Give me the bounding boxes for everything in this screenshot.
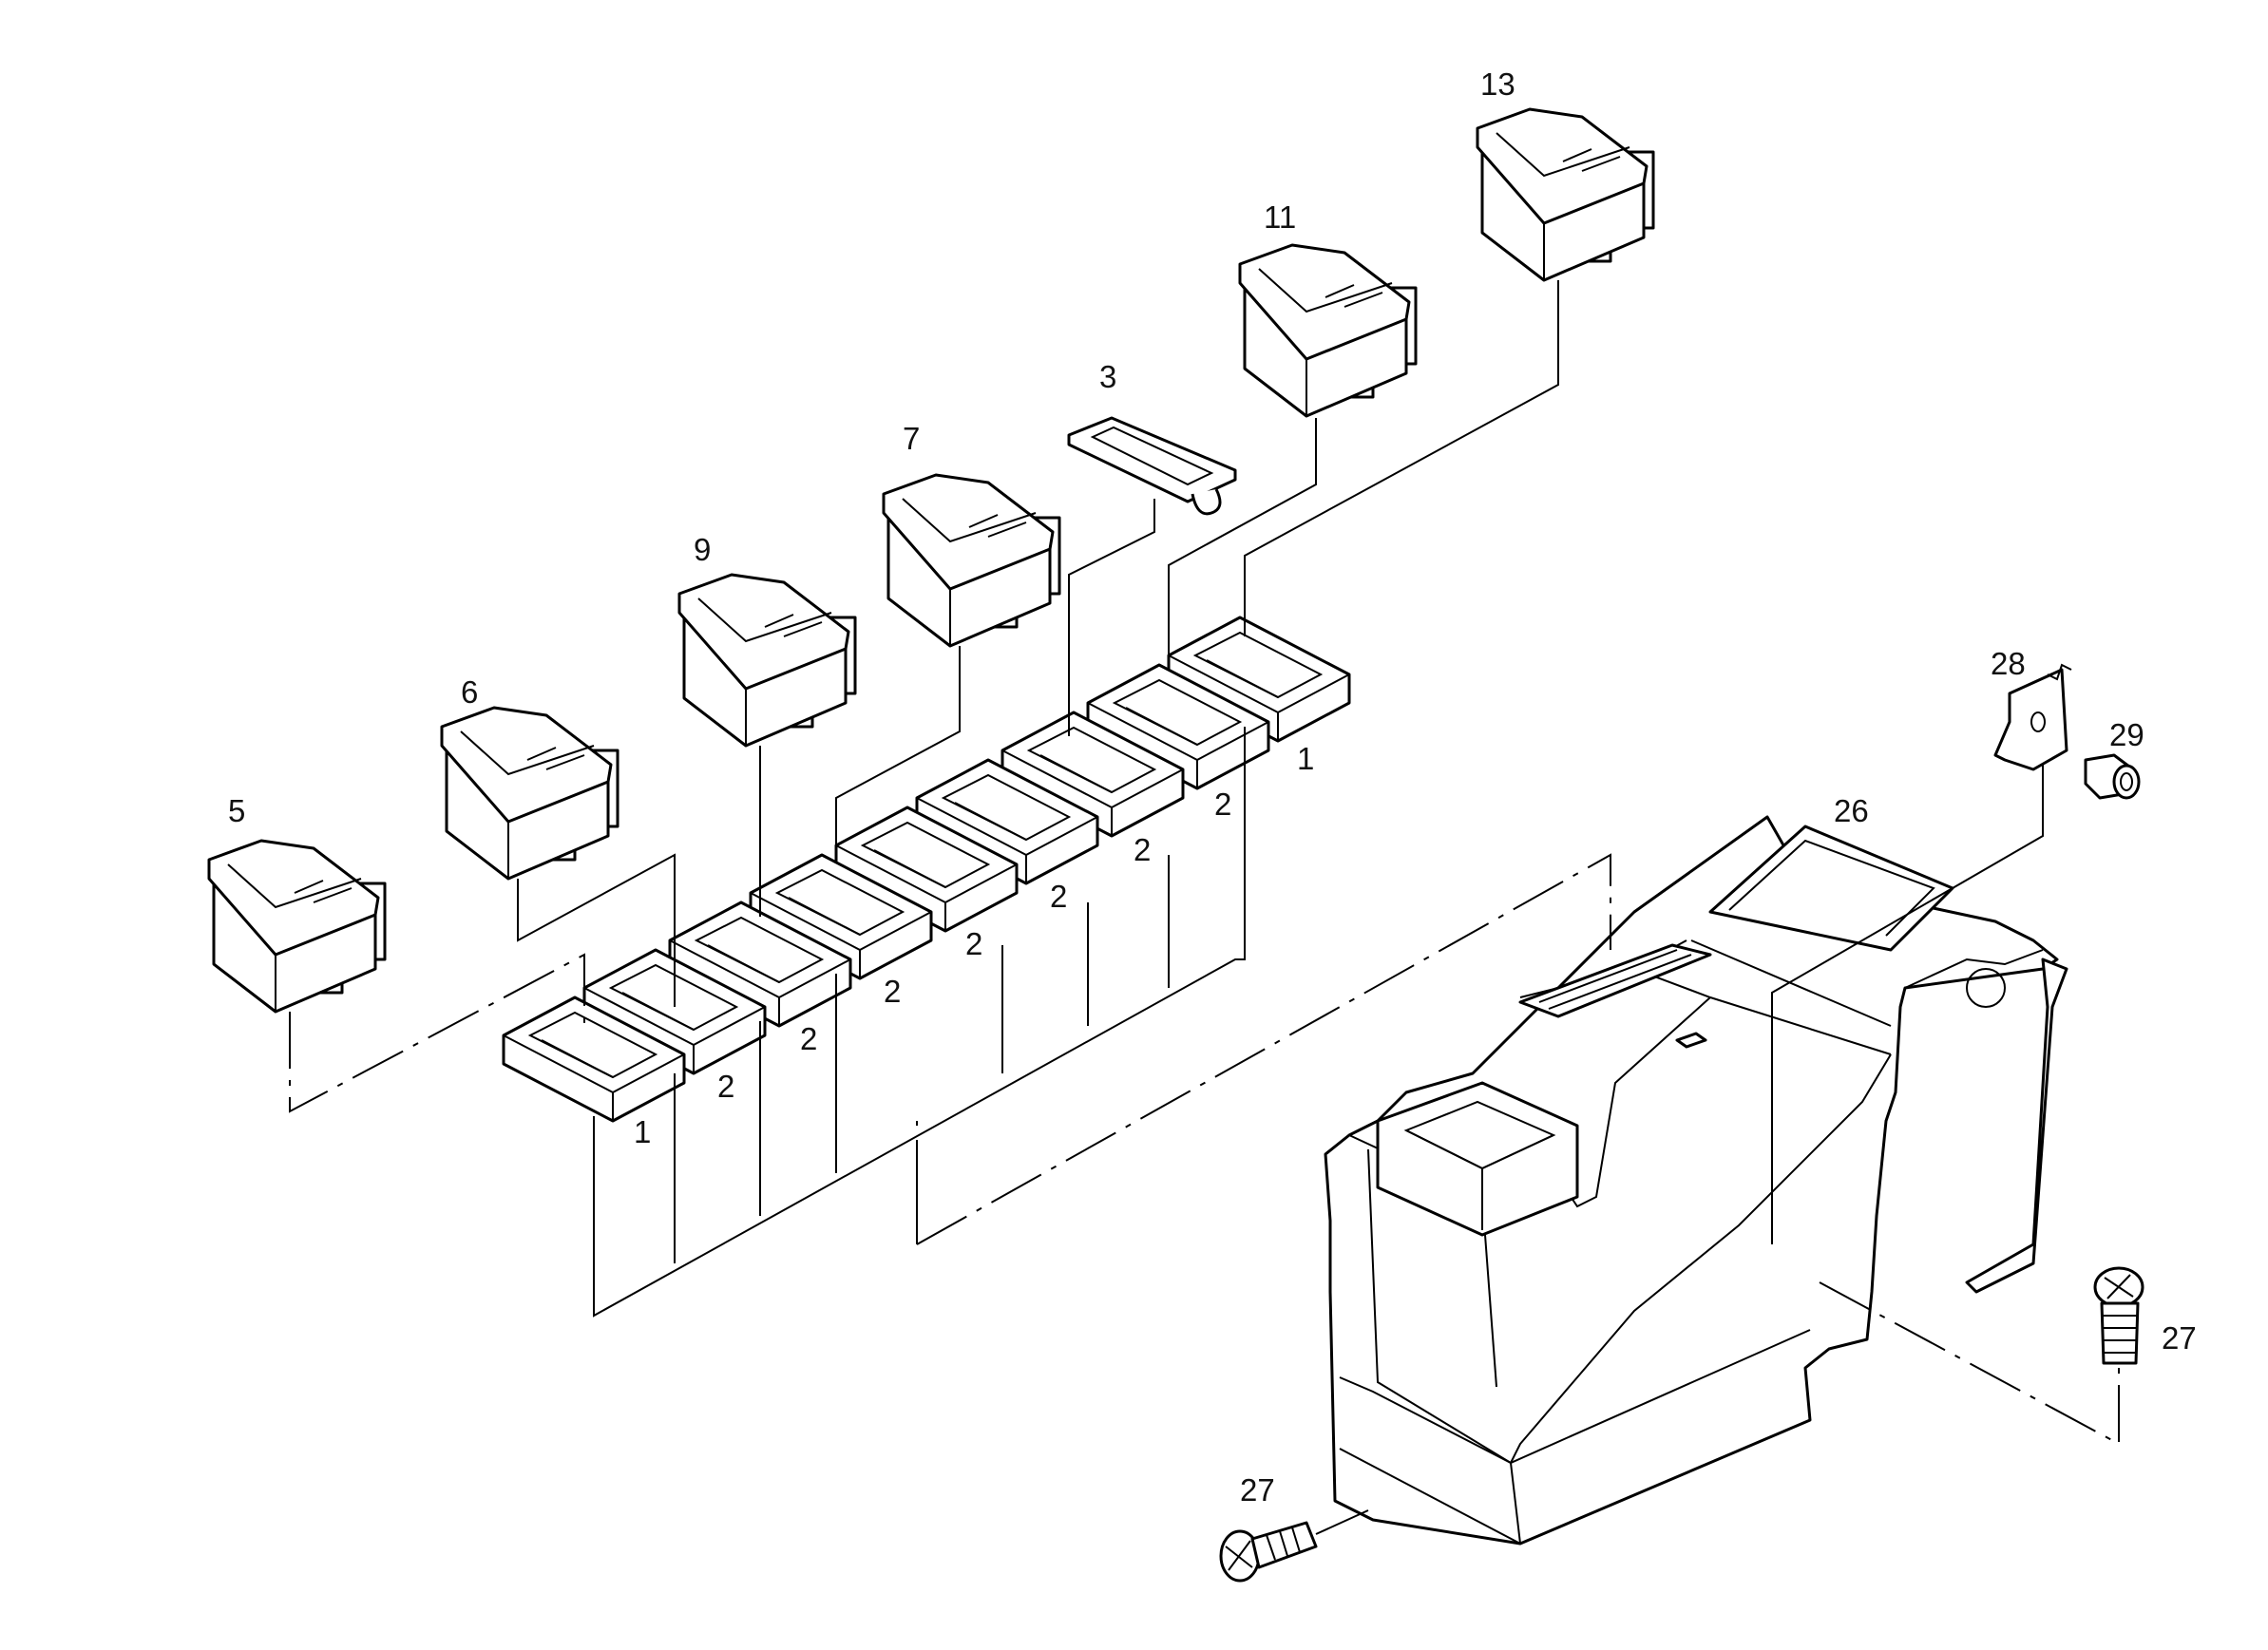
console-26	[1324, 815, 2068, 1546]
callout-5: 5	[228, 793, 245, 828]
callout-2-c: 2	[1050, 879, 1067, 914]
callout-labels: 13 11 3 7 9 6 5 1 2 2 2 2 2 2 2 1 26 28 …	[228, 66, 2197, 1508]
blanking-plate-3	[1067, 416, 1237, 516]
switch-9	[677, 573, 857, 748]
callout-2-b: 2	[1134, 832, 1151, 867]
callout-7: 7	[903, 421, 920, 456]
switch-7	[882, 473, 1061, 648]
screw-27-right	[2093, 1266, 2144, 1365]
callout-11: 11	[1264, 199, 1296, 235]
callout-27-right: 27	[2162, 1320, 2197, 1356]
leader-lines	[289, 280, 2120, 1535]
callout-2-e: 2	[884, 974, 901, 1009]
callout-6: 6	[461, 674, 478, 710]
callout-26: 26	[1834, 793, 1869, 828]
bezel-row	[502, 616, 1351, 1123]
callout-2-a: 2	[1214, 787, 1231, 822]
callout-9: 9	[694, 532, 711, 567]
switch-6	[440, 706, 619, 881]
callout-1-top: 1	[1297, 741, 1314, 776]
callout-29: 29	[2109, 717, 2144, 752]
callout-1-bottom: 1	[634, 1114, 651, 1149]
callout-13: 13	[1480, 66, 1515, 102]
callout-2-f: 2	[800, 1021, 817, 1056]
callout-2-d: 2	[965, 926, 982, 961]
callout-27-bottom: 27	[1240, 1472, 1275, 1508]
switch-11	[1238, 243, 1418, 418]
callout-3: 3	[1099, 359, 1116, 394]
clip-nut-28	[1993, 663, 2072, 771]
grommet-29	[2084, 753, 2141, 800]
callout-28: 28	[1991, 646, 2026, 681]
screw-27-bottom	[1219, 1521, 1318, 1583]
callout-2-g: 2	[717, 1069, 734, 1104]
switch-13	[1476, 107, 1655, 282]
switch-5	[207, 839, 387, 1014]
